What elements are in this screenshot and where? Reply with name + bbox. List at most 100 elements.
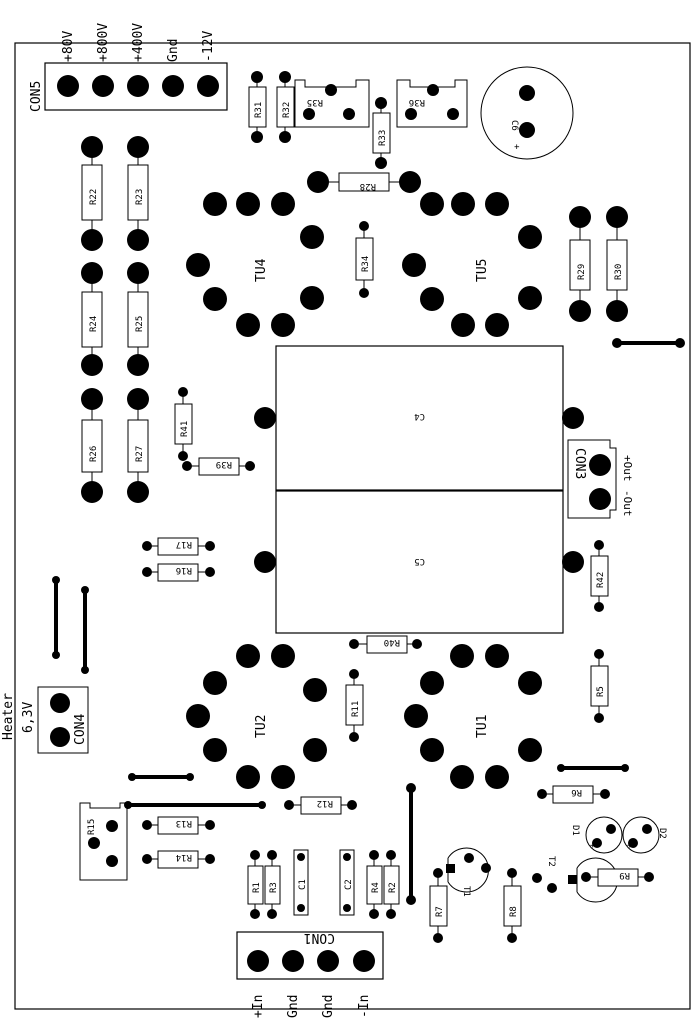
transistor-t1: T1 [446,847,491,897]
resistor-r8: R8 [503,868,522,943]
svg-text:R29: R29 [577,264,587,280]
svg-text:T2: T2 [546,856,556,867]
svg-text:R4: R4 [371,882,381,893]
svg-text:C4: C4 [414,411,425,421]
svg-text:R9: R9 [619,870,630,880]
resistor-r11: R11 [345,669,364,742]
con5-pin-80v: +80V [61,31,76,62]
svg-text:TU2: TU2 [254,715,269,738]
con1-pin-in-plus: +In [251,995,266,1018]
svg-text:R34: R34 [361,256,371,272]
resistor-r17: R17 [142,537,215,556]
svg-text:R24: R24 [89,316,99,332]
con5-pin-800v: +800V [96,23,111,62]
resistor-r7: R7 [429,868,448,943]
heater-voltage: 6,3V [21,702,36,733]
svg-text:R40: R40 [384,637,400,647]
svg-text:TU4: TU4 [254,258,269,282]
svg-text:R15: R15 [87,819,97,835]
resistor-r40: R40 [349,635,422,654]
heater-wires [52,576,89,674]
svg-text:R28: R28 [360,181,376,191]
tube-socket-tu1: TU1 [404,644,542,789]
svg-text:R31: R31 [254,102,264,118]
svg-text:R2: R2 [388,882,398,893]
resistor-r34: R34 [355,221,374,298]
svg-text:R3: R3 [269,882,279,893]
svg-text:R32: R32 [282,102,292,118]
svg-text:R7: R7 [435,906,445,917]
con5-pin-gnd: Gnd [166,39,181,62]
con5-pin-neg12v: -12V [201,31,216,62]
resistor-r1: R1 [247,850,264,919]
resistor-r24: R24 [81,262,103,376]
resistor-r5: R5 [590,649,609,723]
resistor-r6: R6 [537,785,610,804]
svg-text:CON3: CON3 [572,448,587,479]
resistor-r41: R41 [174,387,193,461]
svg-text:C1: C1 [298,879,308,890]
capacitor-c4: C4 [254,345,584,491]
con5-label: CON5 [29,81,44,112]
capacitor-c6: C6 + [480,66,574,160]
svg-text:R39: R39 [216,459,232,469]
capacitor-c2: C2 [339,849,355,916]
capacitor-c5: C5 [254,490,584,634]
resistor-r2: R2 [383,850,400,919]
resistor-r39: R39 [182,457,255,476]
resistor-r16: R16 [142,563,215,582]
svg-text:R16: R16 [176,565,192,575]
svg-text:R5: R5 [596,686,606,697]
resistor-r29: R29 [569,206,591,322]
svg-text:R8: R8 [509,906,519,917]
svg-text:R1: R1 [252,882,262,893]
jumper-wires-lower [124,764,629,905]
resistor-r28: R28 [307,171,421,193]
capacitor-c1: C1 [293,849,309,916]
jumper-wire [612,338,685,348]
svg-text:D1: D1 [570,825,580,836]
resistor-r14: R14 [142,850,215,869]
trimmer-r36: R36 [396,79,468,128]
svg-text:+Out: +Out [621,455,634,482]
resistor-r13: R13 [142,816,215,835]
svg-text:CON4: CON4 [73,714,88,745]
svg-text:R35: R35 [307,97,323,107]
con1-pin-in-minus: -In [357,995,372,1018]
svg-text:R41: R41 [180,421,190,437]
svg-text:R30: R30 [614,264,624,280]
svg-text:R13: R13 [176,818,192,828]
resistor-r33: R33 [372,97,391,169]
resistor-r31: R31 [248,71,267,143]
svg-text:R33: R33 [378,130,388,146]
svg-text:R25: R25 [135,316,145,332]
resistor-r42: R42 [590,540,609,612]
resistor-r12: R12 [284,796,357,815]
tube-socket-tu4: TU4 [186,192,324,337]
svg-text:R22: R22 [89,189,99,205]
svg-text:C5: C5 [414,556,425,566]
board-outline [14,42,691,1010]
con5-connector: CON5 +80V +800V +400V Gnd -12V [29,23,228,112]
resistor-r32: R32 [276,71,295,143]
svg-text:R12: R12 [317,798,333,808]
svg-text:TU1: TU1 [475,715,490,738]
trimmer-r35: R35 [294,79,370,128]
resistor-r9: R9 [581,868,654,887]
svg-text:+: + [511,144,521,150]
svg-text:C2: C2 [344,879,354,890]
diode-d2: + D2 [622,816,667,854]
svg-text:R11: R11 [351,701,361,717]
svg-text:R36: R36 [409,97,425,107]
tube-socket-tu2: TU2 [186,644,327,789]
svg-text:R14: R14 [176,852,192,862]
con5-pin-400v: +400V [131,23,146,62]
svg-text:TU5: TU5 [475,259,490,282]
resistor-r27: R27 [127,388,149,503]
svg-text:R26: R26 [89,446,99,462]
svg-text:D2: D2 [657,828,667,839]
svg-text:R6: R6 [571,787,582,797]
resistor-r22: R22 [81,136,103,251]
svg-text:R27: R27 [135,446,145,462]
